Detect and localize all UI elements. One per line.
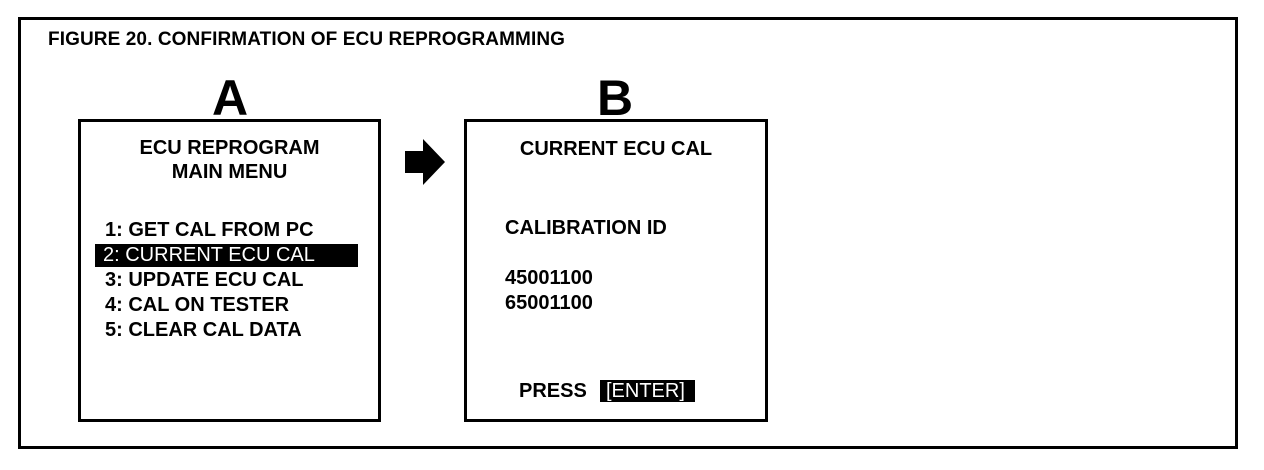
arrow-right-icon [405,139,445,185]
screen-a-title-line2: MAIN MENU [171,161,288,183]
menu-item-clear-cal-data[interactable]: 5: CLEAR CAL DATA [105,319,302,341]
calibration-id-value: 65001100 [505,292,593,314]
panel-b-letter: B [596,70,634,126]
screen-b: CURRENT ECU CAL CALIBRATION ID 45001100 … [464,119,768,422]
screen-b-title: CURRENT ECU CAL [519,138,713,160]
menu-item-get-cal-from-pc[interactable]: 1: GET CAL FROM PC [105,219,314,241]
enter-key-button[interactable]: [ENTER] [600,380,695,402]
main-menu: 1: GET CAL FROM PC 2: CURRENT ECU CAL 3:… [95,218,366,343]
calibration-id-label: CALIBRATION ID [505,217,667,239]
screen-a-title-line1: ECU REPROGRAM [139,137,320,159]
figure-frame [18,17,1238,449]
calibration-id-value: 45001100 [505,267,593,289]
press-label: PRESS [519,380,587,402]
menu-item-current-ecu-cal[interactable]: 2: CURRENT ECU CAL [95,244,358,267]
menu-item-cal-on-tester[interactable]: 4: CAL ON TESTER [105,294,290,316]
figure-title: FIGURE 20. CONFIRMATION OF ECU REPROGRAM… [48,29,566,50]
menu-item-update-ecu-cal[interactable]: 3: UPDATE ECU CAL [105,269,304,291]
panel-a-letter: A [211,70,249,126]
screen-a: ECU REPROGRAM MAIN MENU 1: GET CAL FROM … [78,119,381,422]
